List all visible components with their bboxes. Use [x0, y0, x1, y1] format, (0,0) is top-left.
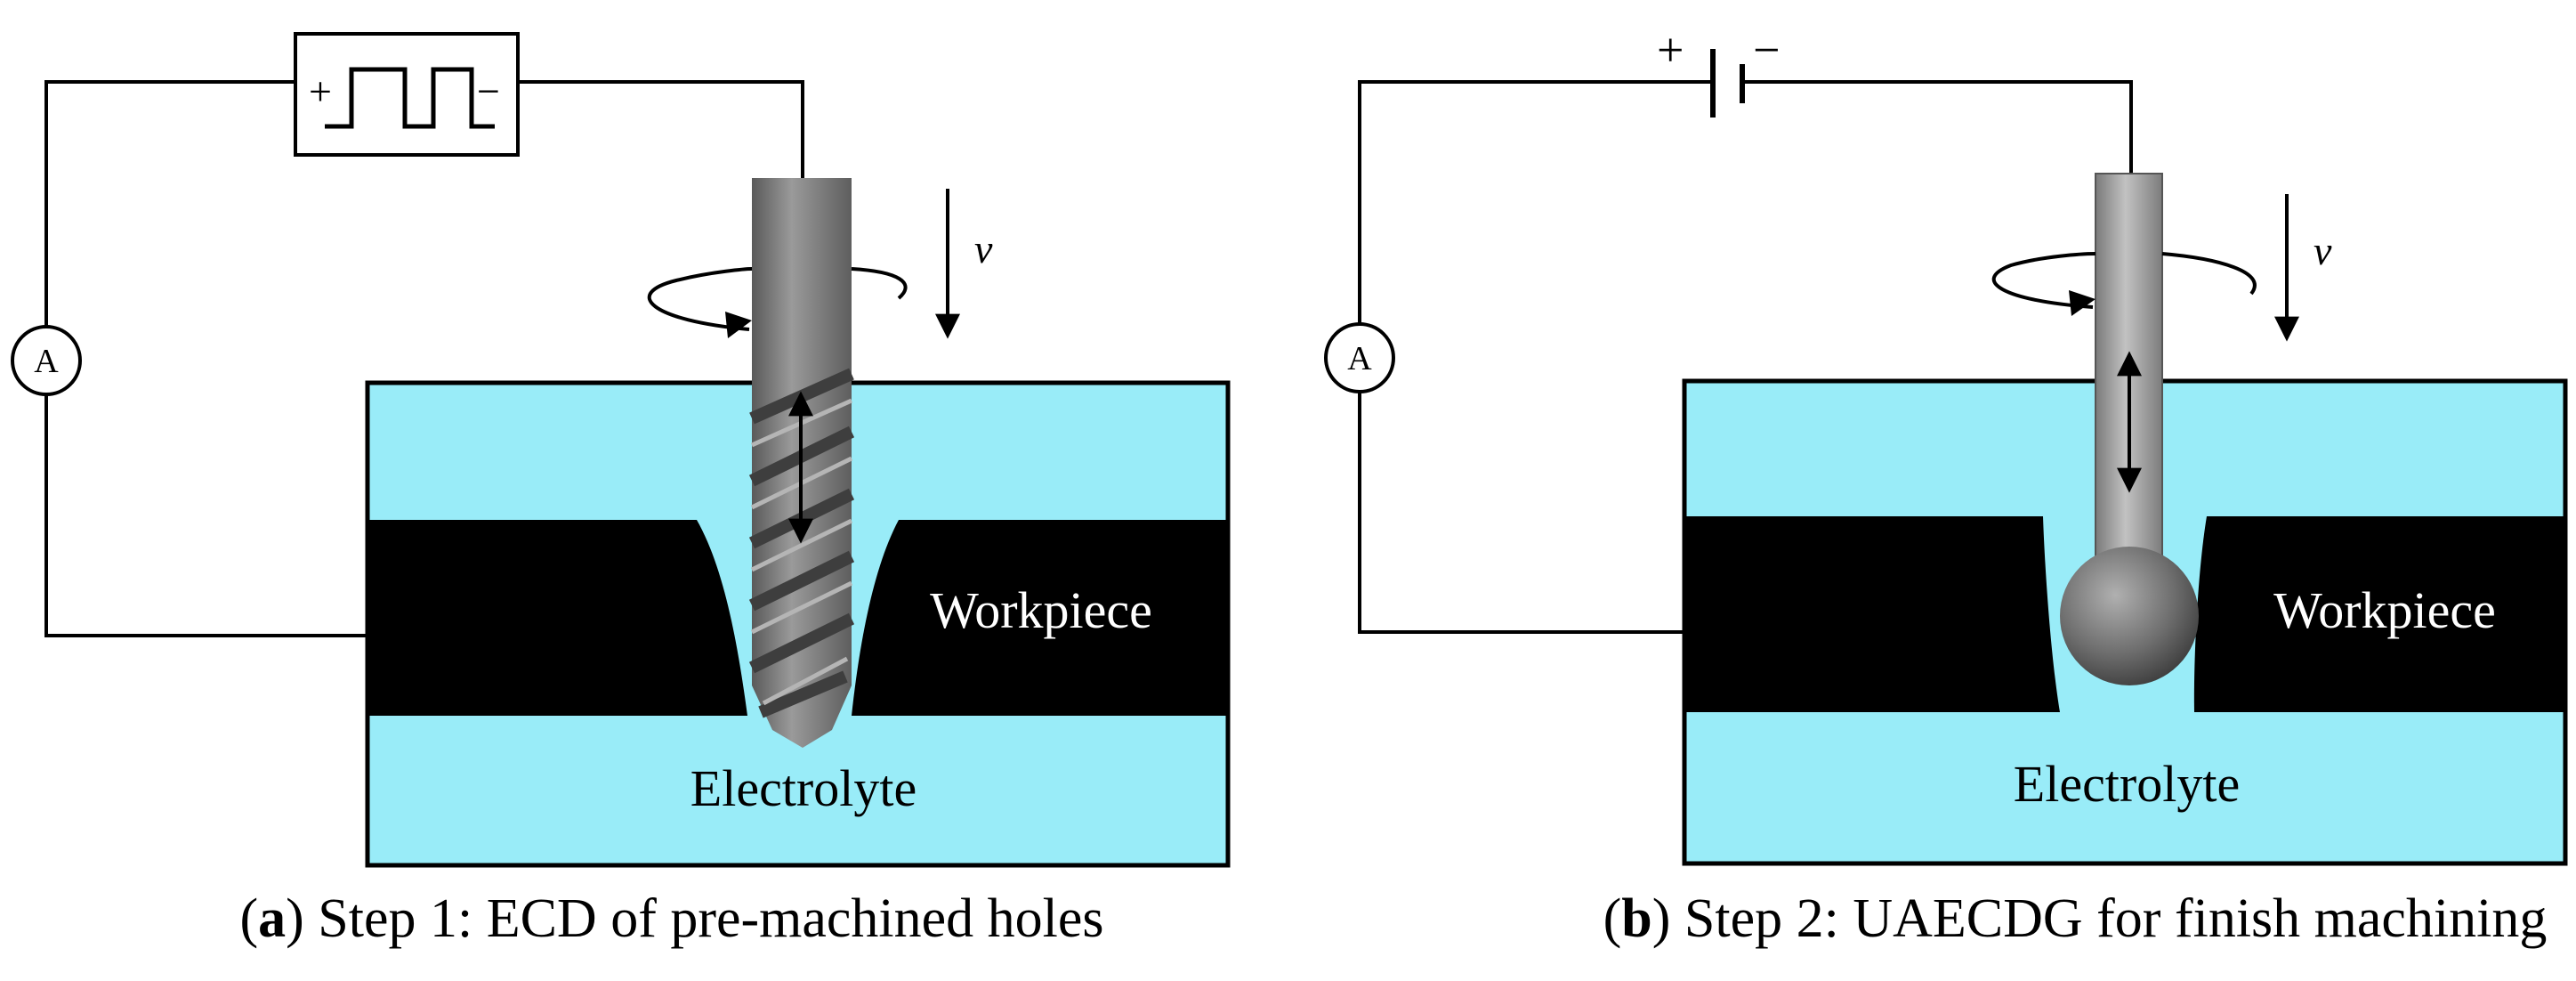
power-minus-sign: −: [477, 69, 500, 114]
dc-battery: + −: [1657, 23, 1780, 118]
rotation-arrow: [647, 267, 908, 331]
rotation-arrow: [1991, 252, 2257, 309]
panel-b: + − A v Workpiece Electrolyte (b) Step 2…: [1324, 23, 2568, 949]
electrolyte-label: Electrolyte: [2014, 755, 2240, 813]
rotation-arrowhead: [725, 312, 752, 338]
ammeter-a: A: [11, 325, 82, 396]
power-plus-sign: +: [309, 69, 332, 114]
workpiece-left: [369, 520, 747, 716]
power-minus-sign: −: [1753, 23, 1780, 77]
workpiece-label: Workpiece: [2273, 581, 2496, 639]
pulse-power-supply: + −: [294, 32, 520, 157]
caption-text: Step 2: UAECDG for finish machining: [1684, 888, 2548, 949]
workpiece-right: [2193, 516, 2564, 712]
ammeter-label: A: [1347, 340, 1372, 377]
feed-label: v: [2314, 228, 2332, 273]
caption-b: (b) Step 2: UAECDG for finish machining: [1603, 888, 2548, 949]
ammeter-b: A: [1324, 322, 1395, 393]
ball-end-grinding-electrode: [2060, 173, 2199, 685]
caption-text: Step 1: ECD of pre-machined holes: [318, 888, 1103, 949]
rotation-arrowhead: [2069, 290, 2096, 316]
ammeter-label: A: [34, 343, 59, 380]
circuit-wire: [44, 80, 804, 637]
caption-a: (a) Step 1: ECD of pre-machined holes: [239, 888, 1103, 949]
power-plus-sign: +: [1657, 23, 1684, 77]
circuit-wire: [1358, 80, 2133, 634]
workpiece-left: [1686, 516, 2060, 712]
feed-label: v: [974, 226, 993, 272]
electrolyte-label: Electrolyte: [690, 759, 917, 817]
workpiece-label: Workpiece: [930, 581, 1152, 639]
workpiece-right: [852, 520, 1226, 716]
caption-letter: b: [1621, 888, 1651, 949]
caption-letter: a: [258, 888, 286, 949]
panel-a: + − A v Workpiece Electrolyte (a) Step 1…: [11, 32, 1231, 949]
